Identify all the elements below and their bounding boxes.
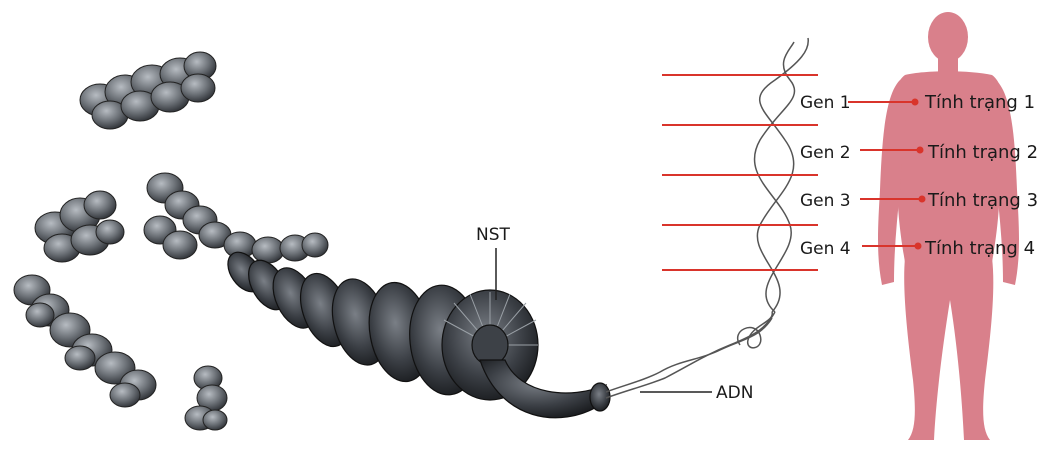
trait-3-label: Tính trạng 3: [927, 190, 1038, 211]
adn-label: ADN: [716, 383, 753, 403]
gene-3-label: Gen 3: [800, 191, 851, 211]
trait-2-label: Tính trạng 2: [927, 142, 1038, 163]
chromosome-small: [185, 366, 227, 430]
gene-4-arrow-dot: [915, 243, 922, 250]
chromosome-bottom-left: [14, 275, 156, 407]
trait-1-label: Tính trạng 1: [924, 92, 1035, 113]
trait-4-label: Tính trạng 4: [924, 238, 1035, 259]
gene-2-label: Gen 2: [800, 143, 851, 163]
gene-3-arrow-dot: [919, 196, 926, 203]
gene-1-arrow-dot: [912, 99, 919, 106]
chromosome-cluster: [14, 52, 328, 430]
gene-lines: [662, 75, 818, 270]
gene-4-label: Gen 4: [800, 239, 851, 259]
human-body-silhouette: [878, 12, 1019, 440]
gene-2-arrow-dot: [917, 147, 924, 154]
chromatin-coil: [221, 246, 610, 418]
chromosome-top: [80, 52, 216, 129]
gene-1-label: Gen 1: [800, 93, 851, 113]
nst-label: NST: [476, 225, 511, 245]
chromosome-unwinding: [144, 173, 328, 263]
chromosome-mid-left: [35, 191, 124, 262]
nst-callout: NST: [476, 225, 511, 300]
adn-callout: ADN: [640, 383, 753, 403]
dna-strand: [606, 38, 808, 398]
